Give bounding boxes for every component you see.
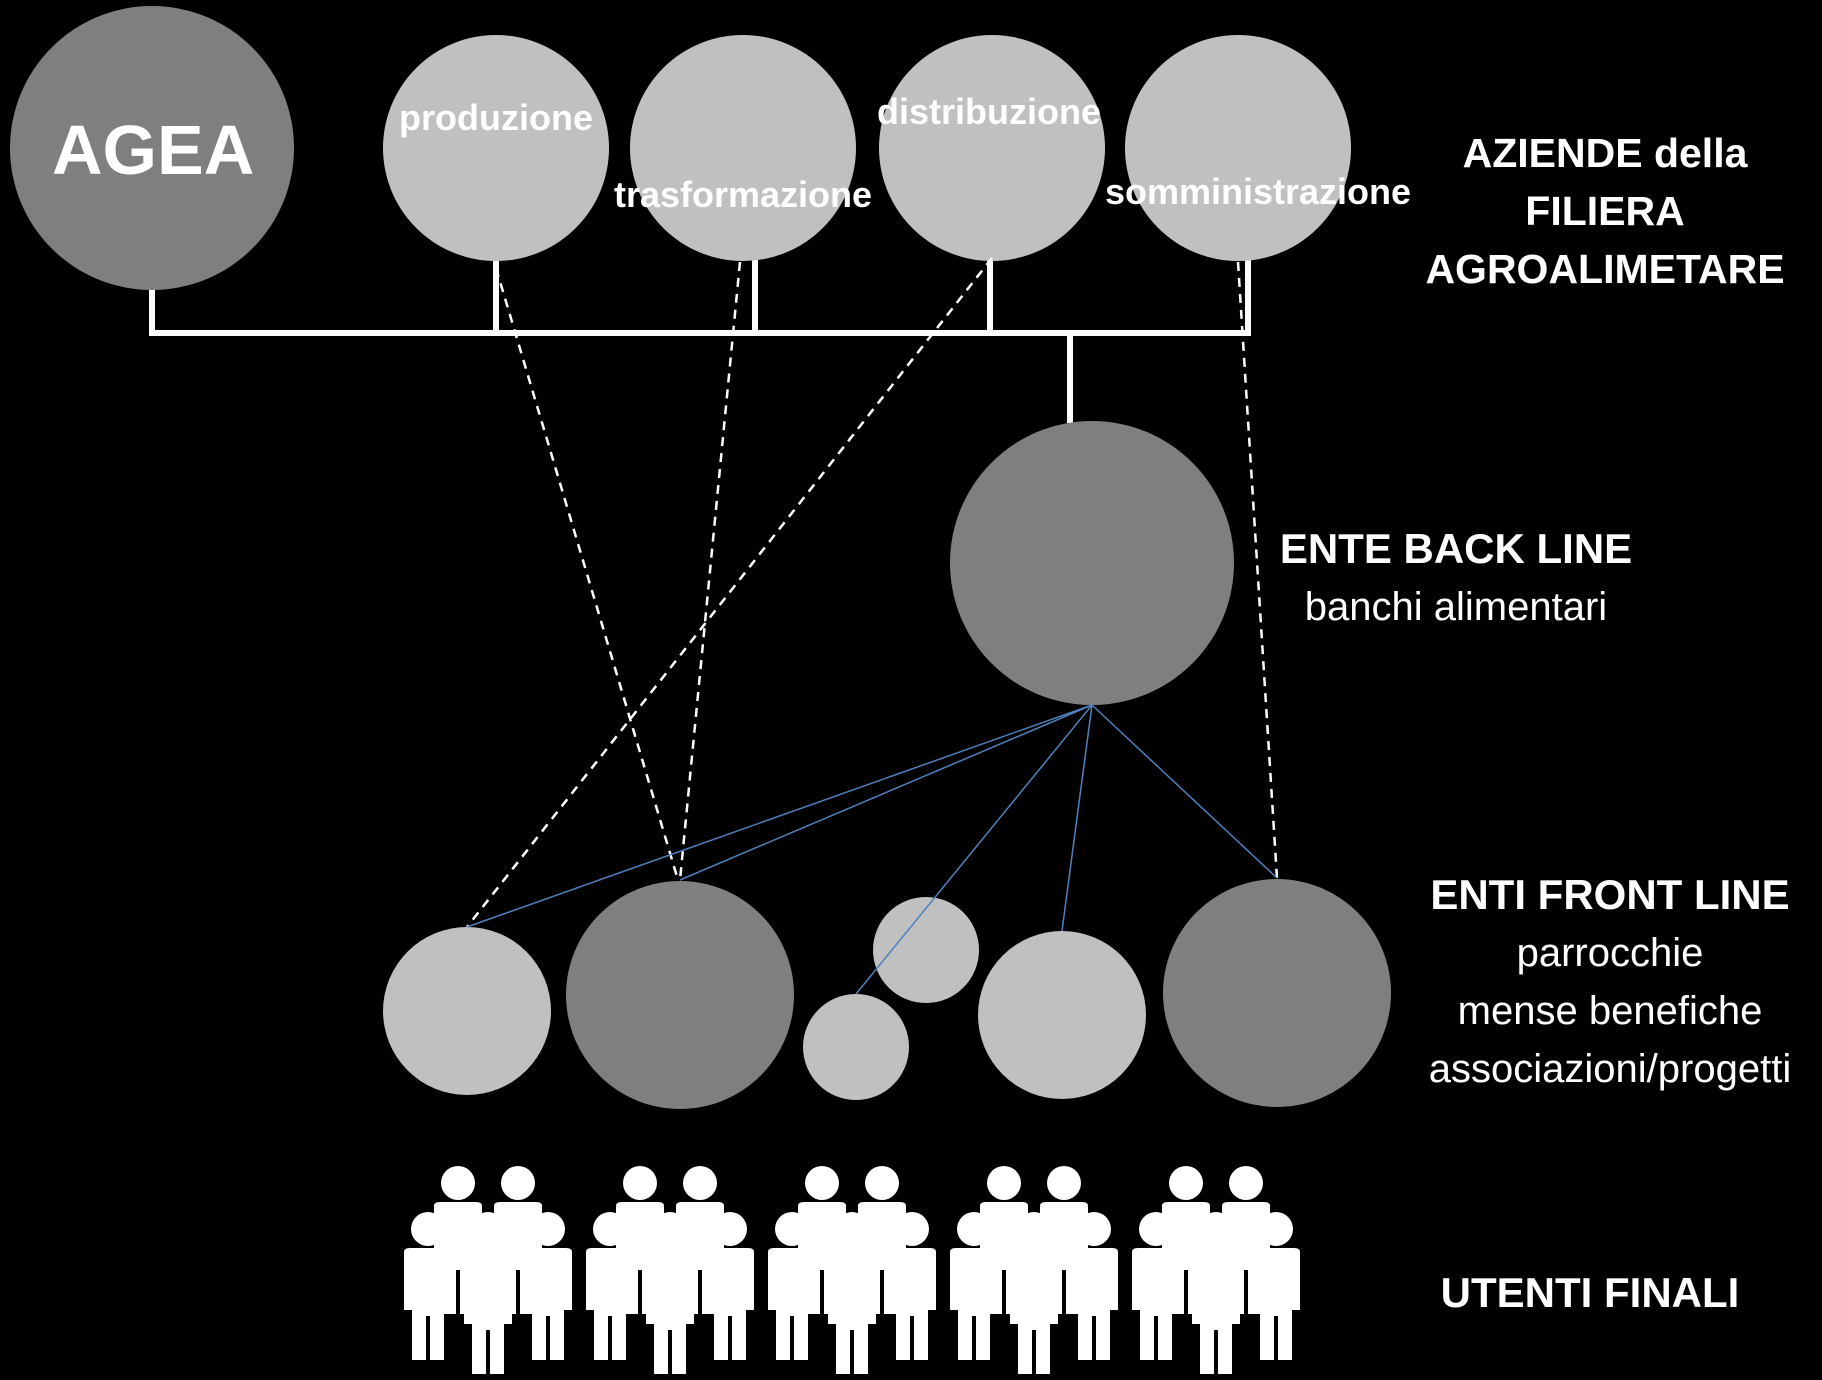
- produzione-node: [383, 35, 609, 261]
- front-line-node-5: [978, 931, 1146, 1099]
- utenti-finali-icons: [404, 1166, 1300, 1374]
- back-line-distribution-links: [466, 704, 1278, 995]
- person-icon: [828, 1226, 876, 1374]
- agea-node: [10, 6, 294, 290]
- aziende-line-1: AZIENDE della: [1462, 130, 1748, 176]
- front-line-node-4: [803, 994, 909, 1100]
- front-line-node-2: [566, 881, 794, 1109]
- aziende-filiera-label: AZIENDE della FILIERA AGROALIMETARE: [1395, 124, 1815, 298]
- back-line-label: ENTE BACK LINE banchi alimentari: [1236, 520, 1676, 636]
- direct-donation-links: [466, 257, 1279, 928]
- back-line-title: ENTE BACK LINE: [1279, 525, 1633, 572]
- distribuzione-node: [879, 35, 1105, 261]
- back-line-subtitle: banchi alimentari: [1304, 585, 1608, 629]
- distribuzione-label: distribuzione: [877, 91, 1101, 132]
- front-line-sub-3: associazioni/progetti: [1428, 1047, 1792, 1091]
- front-line-node-3: [873, 897, 979, 1003]
- produzione-label: produzione: [399, 97, 593, 138]
- aziende-line-3: AGROALIMETARE: [1425, 246, 1785, 292]
- front-line-sub-2: mense benefiche: [1457, 989, 1763, 1033]
- trasformazione-label: trasformazione: [613, 174, 873, 215]
- person-icon: [1192, 1226, 1240, 1374]
- person-icon: [646, 1226, 694, 1374]
- somministrazione-label: somministrazione: [1104, 171, 1412, 212]
- front-line-title: ENTI FRONT LINE: [1430, 871, 1790, 918]
- front-line-sub-1: parrocchie: [1516, 931, 1704, 975]
- utenti-finali-label: UTENTI FINALI: [1440, 1269, 1740, 1316]
- back-line-node: [950, 421, 1234, 705]
- person-icon: [464, 1226, 512, 1374]
- aziende-line-2: FILIERA: [1525, 188, 1685, 234]
- trasformazione-node: [630, 35, 856, 261]
- filiera-bracket: [149, 259, 1251, 423]
- person-icon: [1010, 1226, 1058, 1374]
- front-line-node-1: [383, 927, 551, 1095]
- somministrazione-node: [1125, 35, 1351, 261]
- front-line-label: ENTI FRONT LINE parrocchie mense benefic…: [1390, 866, 1822, 1098]
- agea-label: AGEA: [52, 111, 255, 189]
- front-line-node-6: [1163, 879, 1391, 1107]
